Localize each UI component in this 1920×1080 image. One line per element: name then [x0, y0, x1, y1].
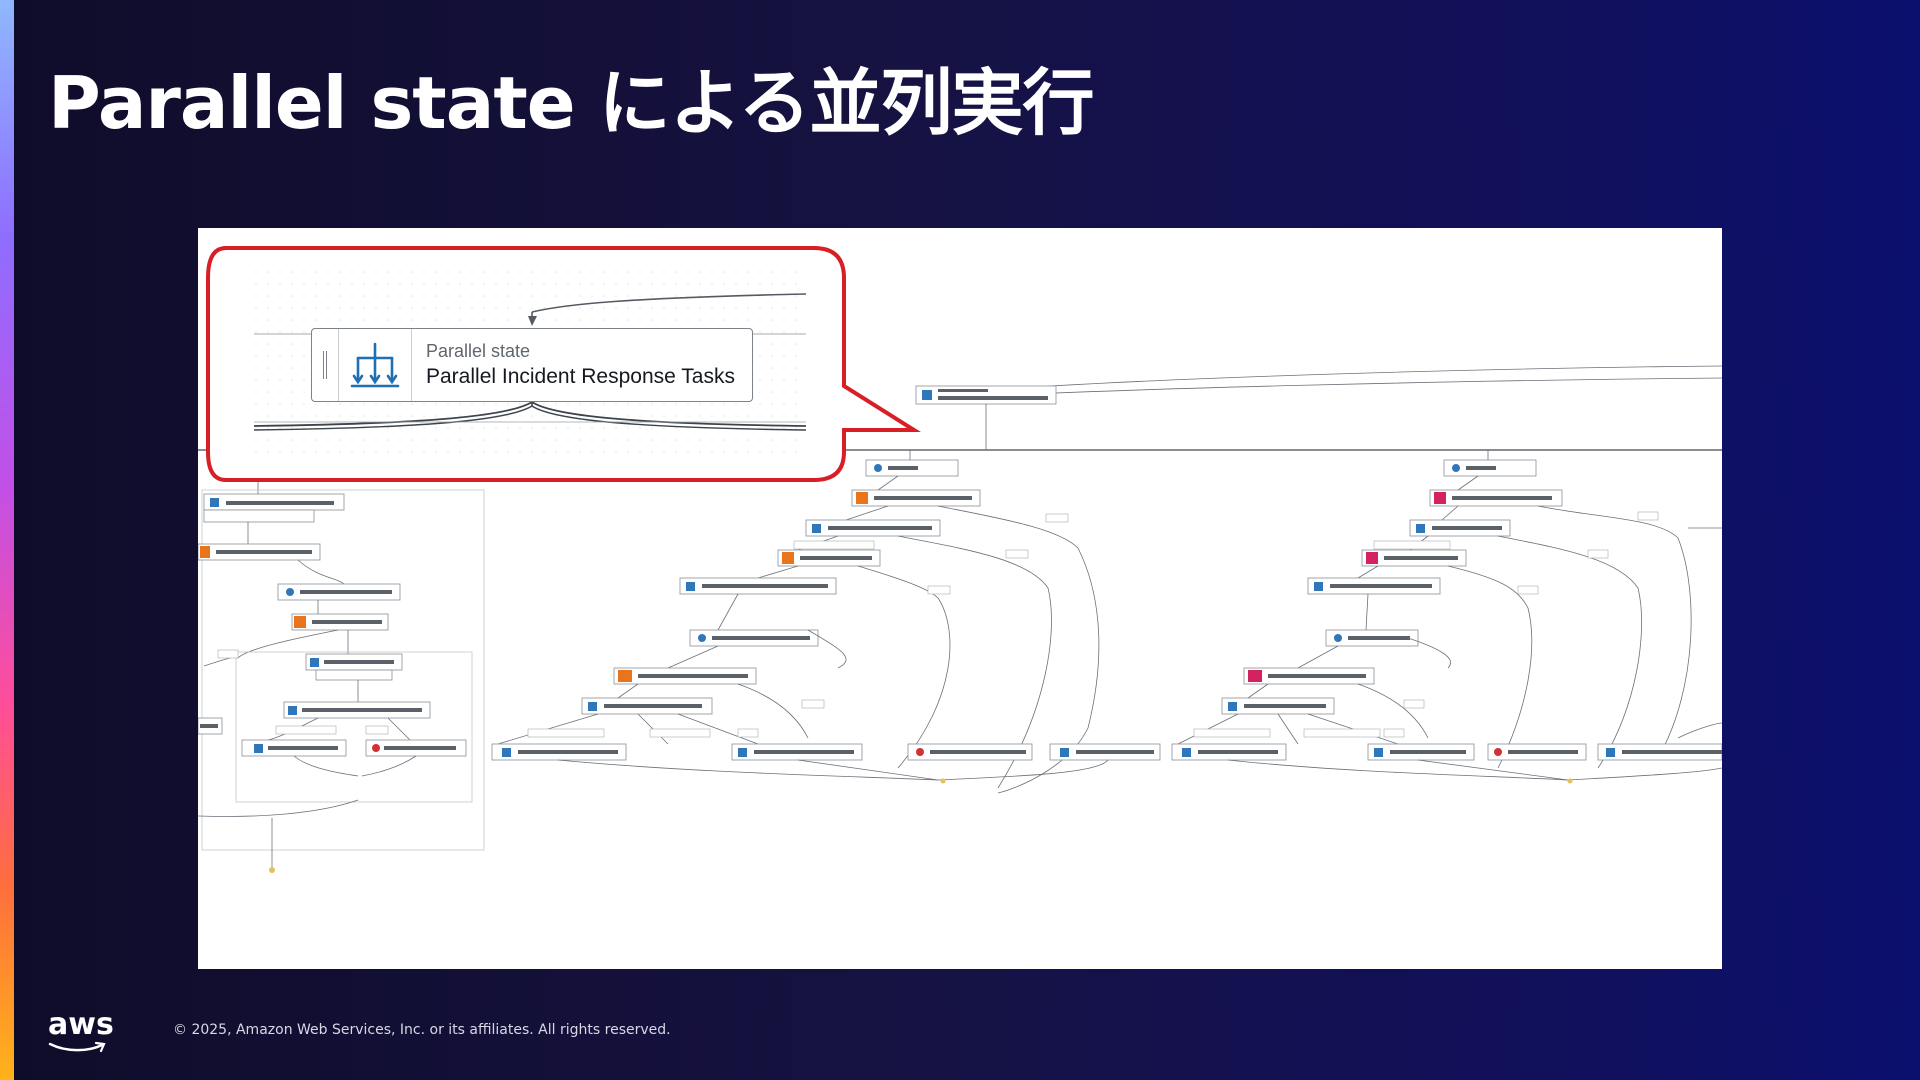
graph-node-lambda-2[interactable] [291, 613, 389, 631]
graph-node-fail-middle[interactable] [907, 743, 1033, 761]
graph-node-wait-middle[interactable] [865, 459, 959, 477]
workflow-graph-screenshot [198, 228, 1722, 969]
graph-node-choice-right[interactable] [1409, 519, 1511, 537]
graph-node-loop[interactable] [305, 653, 403, 681]
graph-node-choice-right-2[interactable] [1221, 697, 1335, 715]
aws-smile-icon [48, 1041, 106, 1053]
graph-node-lambda-1[interactable] [198, 543, 321, 561]
graph-node-map[interactable] [203, 493, 345, 523]
graph-node-lambda-middle-3[interactable] [613, 667, 757, 685]
graph-node-lambda-describe[interactable] [851, 489, 981, 507]
graph-node-pass-right[interactable] [1307, 577, 1441, 595]
graph-node-wait-2[interactable] [277, 583, 401, 601]
graph-node-pass-middle-b[interactable] [731, 743, 863, 761]
parallel-state-node[interactable]: Parallel state Parallel Incident Respons… [311, 328, 753, 402]
graph-node-fail-left[interactable] [365, 739, 467, 757]
copyright-notice: © 2025, Amazon Web Services, Inc. or its… [173, 1022, 671, 1038]
slide-title: Parallel state による並列実行 [48, 61, 1094, 145]
graph-node-edge-fail[interactable] [198, 717, 223, 735]
graph-node-wait-middle-2[interactable] [689, 629, 819, 647]
graph-node-choice-middle-2[interactable] [581, 697, 713, 715]
accent-gradient-bar [0, 0, 14, 1080]
graph-node-wait-right-2[interactable] [1325, 629, 1419, 647]
graph-node-choice-left[interactable] [283, 701, 431, 719]
drag-handle-icon[interactable] [312, 329, 339, 401]
graph-node-pass-right-a[interactable] [1171, 743, 1287, 761]
graph-node-pass-middle-a[interactable] [491, 743, 627, 761]
aws-logo: aws [48, 1010, 114, 1053]
graph-node-pass-middle[interactable] [679, 577, 837, 595]
graph-node-lambda-middle-2[interactable] [777, 549, 881, 567]
state-name-label: Parallel Incident Response Tasks [426, 365, 735, 388]
parallel-branch-icon [339, 329, 412, 401]
graph-node-pass-middle-c[interactable] [1049, 743, 1161, 761]
graph-node-parallel[interactable] [915, 385, 1057, 405]
graph-node-choice-middle[interactable] [805, 519, 941, 537]
graph-node-pass-right-c[interactable] [1597, 743, 1722, 761]
graph-node-autoscaling-1[interactable] [1429, 489, 1563, 507]
graph-node-autoscaling-2[interactable] [1361, 549, 1467, 567]
graph-node-pass-right-b[interactable] [1367, 743, 1475, 761]
graph-node-wait-right[interactable] [1443, 459, 1537, 477]
aws-logo-text: aws [48, 1007, 114, 1042]
graph-node-pass-left[interactable] [241, 739, 347, 757]
graph-node-fail-right[interactable] [1487, 743, 1587, 761]
graph-node-autoscaling-3[interactable] [1243, 667, 1375, 685]
state-type-label: Parallel state [426, 341, 531, 361]
